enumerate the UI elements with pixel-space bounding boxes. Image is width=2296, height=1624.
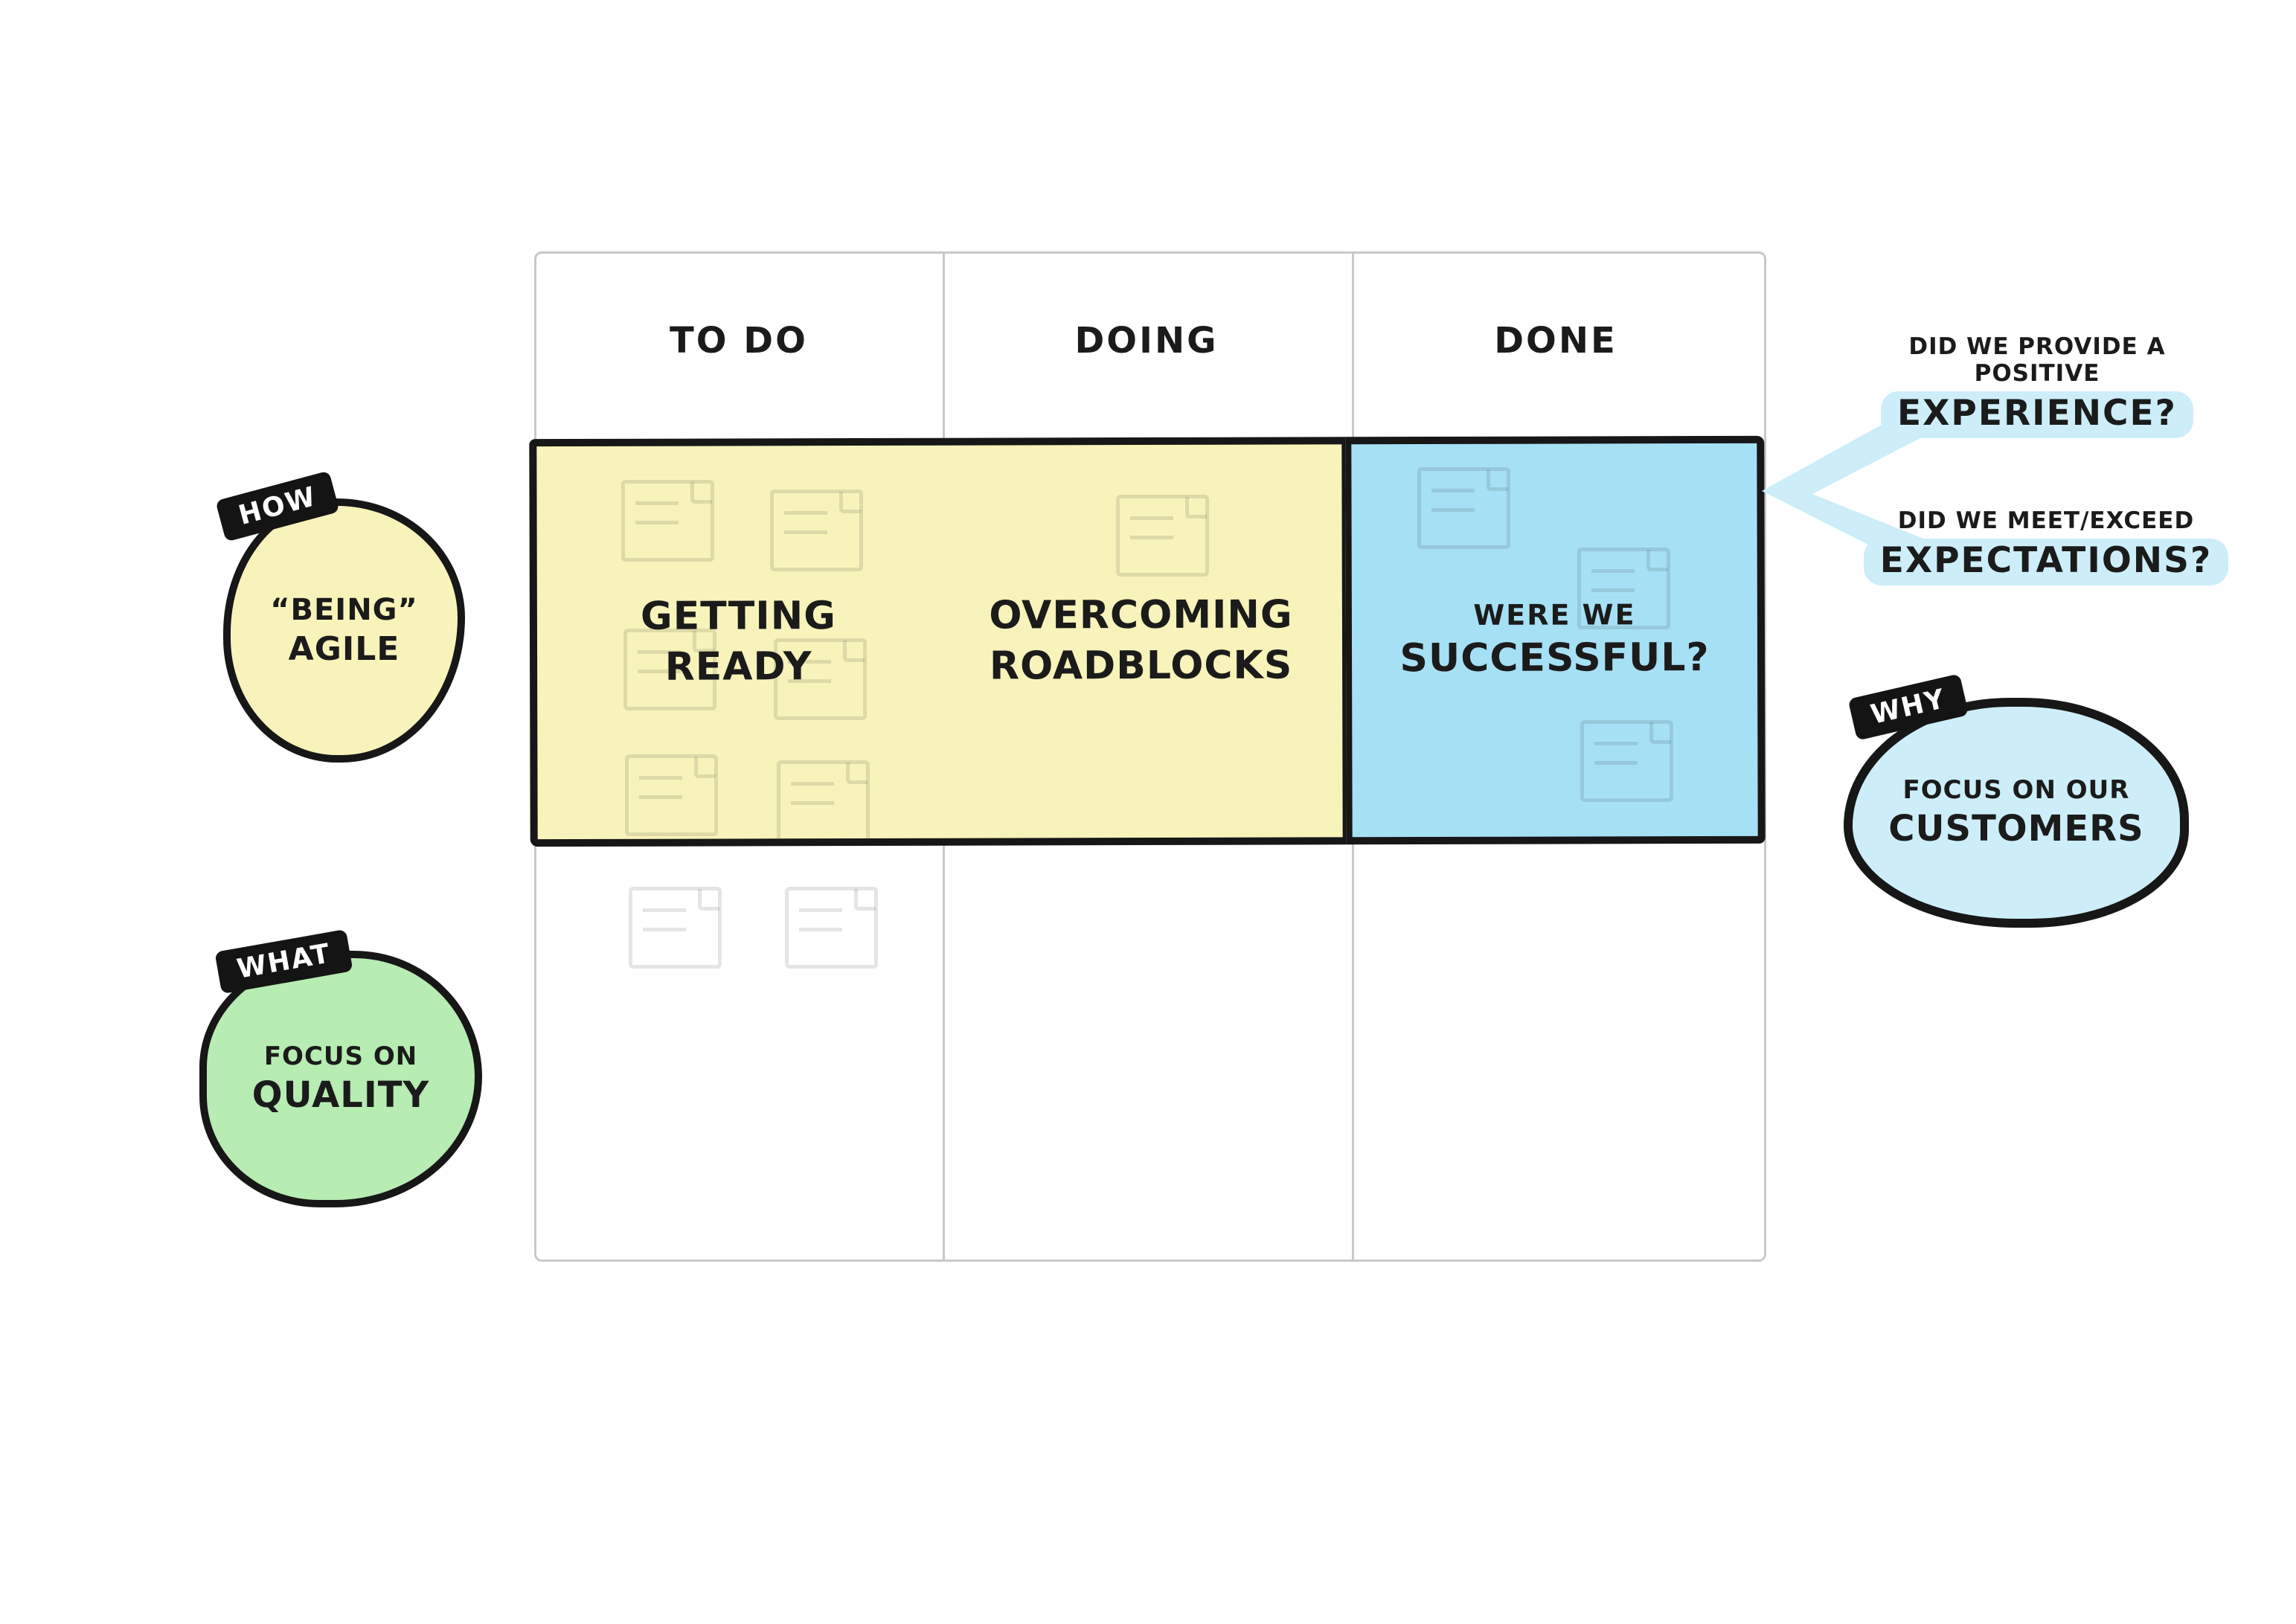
card-line: ROADBLOCKS xyxy=(989,643,1293,689)
blob-text: QUALITY xyxy=(251,1073,430,1116)
callout-text: DID WE PROVIDE A POSITIVE xyxy=(1908,333,2166,387)
callout-positive-experience: DID WE PROVIDE A POSITIVE EXPERIENCE? xyxy=(1844,333,2231,438)
callout-pointer xyxy=(1762,391,1942,582)
document-icon xyxy=(1417,467,1510,549)
card-were-we-successful: WERE WE SUCCESSFUL? xyxy=(1352,596,1757,684)
blob-text: AGILE xyxy=(288,630,400,668)
how-blob: HOW “BEING” AGILE xyxy=(215,470,465,763)
card-getting-ready: GETTING READY xyxy=(537,591,940,693)
column-header-doing: DOING xyxy=(1074,320,1219,362)
done-region: WERE WE SUCCESSFUL? xyxy=(1345,435,1766,845)
document-icon xyxy=(625,754,718,836)
document-icon xyxy=(1577,548,1670,629)
column-header-todo: TO DO xyxy=(670,320,808,362)
card-line: READY xyxy=(664,644,812,690)
column-header-done: DONE xyxy=(1494,320,1617,362)
card-line: WERE WE xyxy=(1473,597,1636,632)
how-blob-shape: “BEING” AGILE xyxy=(223,498,465,763)
document-icon xyxy=(1116,495,1209,577)
callout-expectations: DID WE MEET/EXCEED EXPECTATIONS? xyxy=(1853,507,2239,585)
document-icon xyxy=(774,638,867,720)
document-icon xyxy=(785,887,878,969)
document-icon xyxy=(629,887,722,969)
blob-text: FOCUS ON xyxy=(263,1042,418,1072)
what-blob: WHAT FOCUS ON QUALITY xyxy=(199,928,482,1207)
card-line: OVERCOMING xyxy=(989,592,1293,638)
callout-text-highlighted: EXPERIENCE? xyxy=(1881,391,2193,438)
what-blob-shape: FOCUS ON QUALITY xyxy=(199,951,482,1207)
document-icon xyxy=(623,629,716,710)
card-overcoming-roadblocks: OVERCOMING ROADBLOCKS xyxy=(940,591,1342,693)
document-icon xyxy=(1580,720,1673,802)
blob-text: FOCUS ON OUR xyxy=(1902,775,2130,806)
callout-text-highlighted: EXPECTATIONS? xyxy=(1863,539,2229,585)
card-line: GETTING xyxy=(640,594,836,640)
document-icon xyxy=(621,480,714,562)
blob-text: CUSTOMERS xyxy=(1888,807,2144,850)
blob-text: “BEING” xyxy=(270,593,418,627)
document-icon xyxy=(777,760,870,842)
why-blob-shape: FOCUS ON OUR CUSTOMERS xyxy=(1844,698,2189,928)
callout-text: DID WE MEET/EXCEED xyxy=(1897,507,2195,534)
document-icon xyxy=(770,490,863,571)
why-blob: WHY FOCUS ON OUR CUSTOMERS xyxy=(1844,673,2189,928)
card-line: SUCCESSFUL? xyxy=(1399,635,1710,681)
